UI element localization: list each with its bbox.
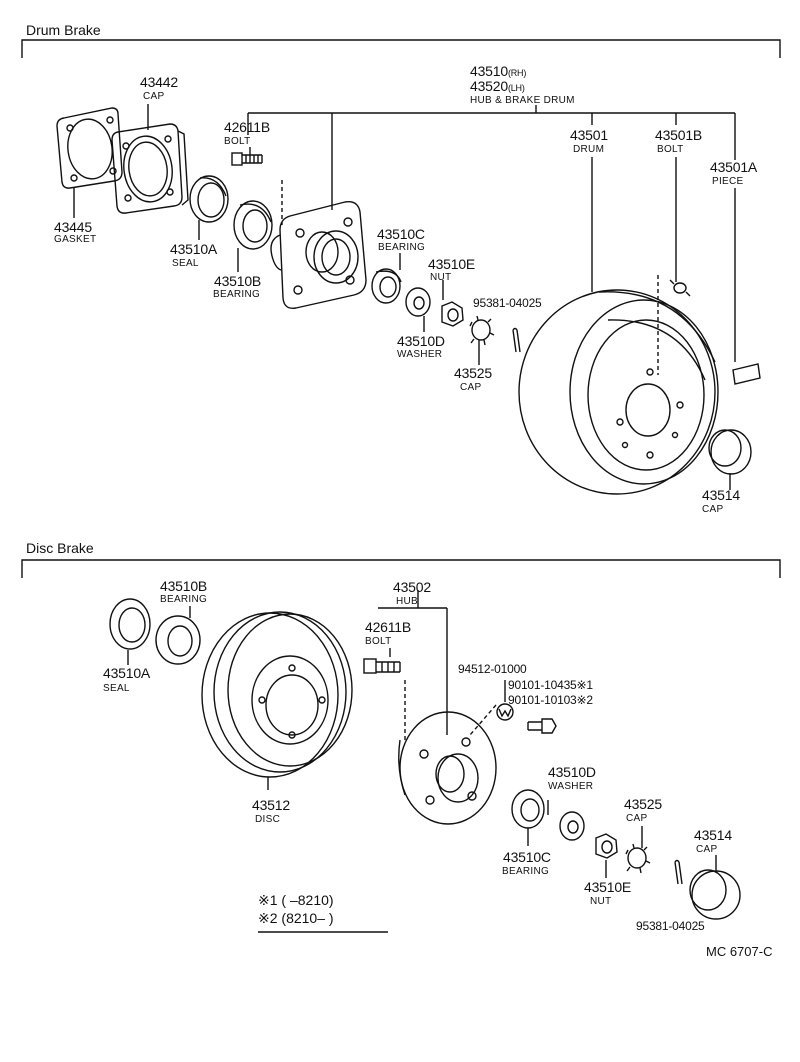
drum-balance-piece-shape	[732, 363, 761, 385]
drum-balance-piece-part-number: 43501A	[710, 159, 758, 175]
disc-cotter-pin-part-number: 95381-04025	[636, 919, 705, 933]
drum-screw-name: BOLT	[657, 144, 684, 155]
drum-cotter-pin-part-number: 95381-04025	[473, 296, 542, 310]
drum-nut-cap-name: CAP	[460, 382, 482, 393]
disc-section-frame	[21, 559, 781, 578]
disc-hub-part-number: 43502	[393, 579, 431, 595]
disc-seal-part-number: 43510A	[103, 665, 151, 681]
disc-seal-name: SEAL	[103, 683, 130, 694]
disc-nut-part-number: 43510E	[584, 879, 632, 895]
disc-nut-cap-name: CAP	[626, 813, 648, 824]
drum-nut-name: NUT	[430, 272, 452, 283]
drum-bolt-part-number: 42611B	[224, 119, 271, 135]
drum-grease-cap-name: CAP	[702, 504, 724, 515]
disc-name: DISC	[255, 814, 281, 825]
drum-screw-part-number: 43501B	[655, 127, 703, 143]
drum-cap-part-number: 43442	[140, 74, 178, 90]
disc-bolt-1-part-number: 90101-10435※1	[508, 678, 593, 692]
drum-balance-piece-name: PIECE	[712, 176, 744, 187]
footnote-1: ※1 ( –8210)	[258, 892, 334, 908]
drum-section-frame	[21, 39, 781, 58]
disc-grease-cap-part-number: 43514	[694, 827, 732, 843]
drum-name: DRUM	[573, 144, 605, 155]
disc-nut-cap-part-number: 43525	[624, 796, 662, 812]
disc-bearing-c-name: BEARING	[502, 866, 550, 877]
drum-hub-part-number-rh: 43510(RH)	[470, 63, 527, 79]
drum-bearing-outer-shape	[233, 200, 273, 250]
drum-seal-part-number: 43510A	[170, 241, 218, 257]
drum-seal-shape	[189, 175, 229, 223]
disc-lock-washer-shape	[469, 703, 514, 736]
drum-nut-cap-shape	[469, 315, 495, 346]
disc-bolt-2-part-number: 90101-10103※2	[508, 693, 593, 707]
disc-part-number: 43512	[252, 797, 290, 813]
drum-bearing-b-name: BEARING	[213, 289, 261, 300]
disc-bearing-b-part-number: 43510B	[160, 578, 208, 594]
drum-cap-plate-shape	[111, 123, 189, 214]
drum-bearing-c-part-number: 43510C	[377, 226, 425, 242]
drum-washer-part-number: 43510D	[397, 333, 445, 349]
disc-seal-shape	[109, 598, 151, 650]
drum-seal-name: SEAL	[172, 258, 199, 269]
footnote-2: ※2 (8210– )	[258, 910, 334, 926]
disc-nut-name: NUT	[590, 896, 612, 907]
disc-washer-name: WASHER	[548, 781, 594, 792]
figure-code: MC 6707-C	[706, 944, 773, 959]
drum-bearing-inner-shape	[371, 268, 402, 304]
disc-washer-shape	[559, 811, 585, 841]
drum-bolt-name: BOLT	[224, 136, 251, 147]
drum-hub-bolt-shape	[231, 152, 283, 225]
drum-nut-shape	[441, 301, 464, 327]
brake-disc-shape	[201, 611, 353, 778]
section-title-disc-brake: Disc Brake	[26, 540, 94, 556]
disc-hub-shape	[398, 711, 497, 825]
drum-nut-part-number: 43510E	[428, 256, 476, 272]
disc-grease-cap-shape	[689, 869, 741, 920]
disc-hub-name: HUB	[396, 596, 419, 607]
disc-bearing-b-name: BEARING	[160, 594, 208, 605]
disc-bolt-name: BOLT	[365, 636, 392, 647]
brake-drum-shape	[518, 275, 719, 495]
disc-small-bolt-shape	[527, 718, 557, 734]
disc-nut-shape	[595, 833, 618, 859]
drum-hub-shape	[270, 201, 367, 309]
drum-screw-shape	[669, 279, 691, 297]
disc-nut-cap-shape	[625, 843, 651, 874]
drum-gasket-part-number: 43445	[54, 219, 92, 235]
drum-gasket-name: GASKET	[54, 234, 97, 245]
disc-bearing-c-part-number: 43510C	[503, 849, 551, 865]
drum-gasket-shape	[56, 107, 123, 189]
disc-bolt-part-number: 42611B	[365, 619, 412, 635]
disc-hub-bolt-shape	[363, 658, 406, 740]
drum-grease-cap-shape	[708, 429, 752, 475]
drum-nut-cap-part-number: 43525	[454, 365, 492, 381]
disc-bearing-inner-shape	[511, 789, 545, 829]
disc-bearing-outer-shape	[155, 615, 201, 665]
disc-lock-washer-part-number: 94512-01000	[458, 662, 527, 676]
drum-cotter-pin-shape	[512, 327, 521, 353]
drum-washer-name: WASHER	[397, 349, 443, 360]
drum-hub-part-number-lh: 43520(LH)	[470, 78, 525, 94]
drum-grease-cap-part-number: 43514	[702, 487, 740, 503]
drum-washer-shape	[405, 287, 431, 317]
drum-hub-name: HUB & BRAKE DRUM	[470, 95, 575, 106]
drum-part-number: 43501	[570, 127, 608, 143]
drum-cap-name: CAP	[143, 91, 165, 102]
section-title-drum-brake: Drum Brake	[26, 22, 101, 38]
drum-bearing-b-part-number: 43510B	[214, 273, 262, 289]
disc-grease-cap-name: CAP	[696, 844, 718, 855]
disc-washer-part-number: 43510D	[548, 764, 596, 780]
disc-cotter-pin-shape	[674, 859, 683, 885]
drum-bearing-c-name: BEARING	[378, 242, 426, 253]
